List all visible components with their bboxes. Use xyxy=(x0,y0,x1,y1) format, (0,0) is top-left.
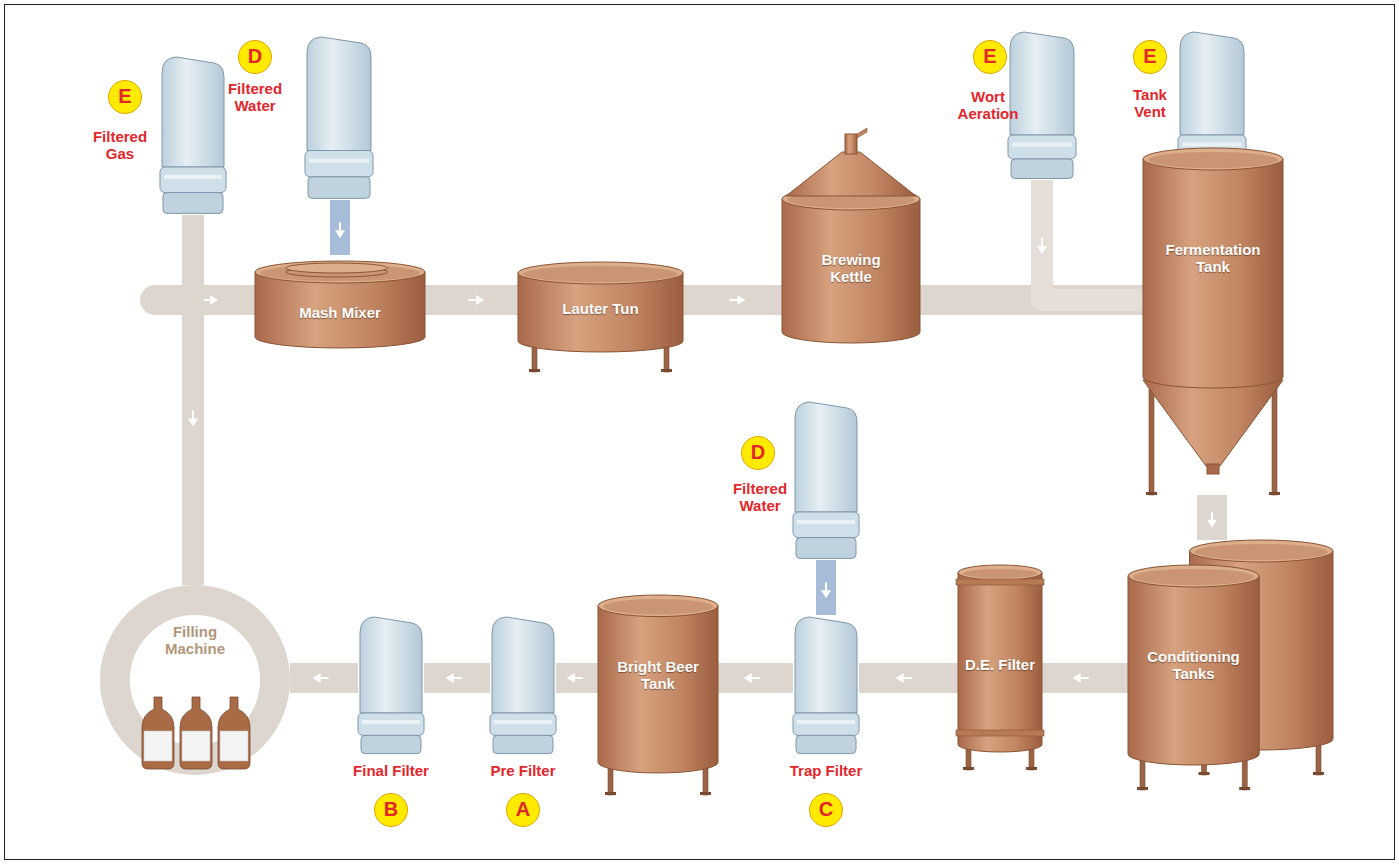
callout-letter: E xyxy=(1133,40,1167,74)
pipe-connector xyxy=(683,295,782,305)
vessel-label: Brewing Kettle xyxy=(802,223,900,313)
callout-letter: C xyxy=(809,793,843,827)
pipe-connector xyxy=(424,673,490,683)
process-vessel: Bright Beer Tank xyxy=(598,595,718,795)
callout-letter: D xyxy=(741,436,775,470)
callout-letter: E xyxy=(108,80,142,114)
filter-label: Tank Vent xyxy=(1120,86,1180,121)
vessel-label: Lauter Tun xyxy=(518,284,683,334)
callout-letter: A xyxy=(506,793,540,827)
pipe-connector xyxy=(425,295,518,305)
flow-arrow-head xyxy=(1037,246,1047,254)
cond-drawing xyxy=(1128,540,1333,790)
filter-label: Pre Filter xyxy=(468,762,578,779)
filter-label: Wort Aeration xyxy=(948,88,1028,123)
filter-cartridge: EWort Aeration xyxy=(1008,30,1076,180)
pipe-connector xyxy=(821,560,831,615)
callout-letter: D xyxy=(238,40,272,74)
flow-arrow-head xyxy=(821,590,831,598)
filter-drawing xyxy=(1008,30,1076,180)
vessel-label: Fermentation Tank xyxy=(1148,178,1278,338)
kettle-drawing xyxy=(782,128,920,343)
process-vessel: Mash Mixer xyxy=(255,255,425,350)
pipe-connector xyxy=(718,673,793,683)
callout-letter: E xyxy=(973,40,1007,74)
filter-label: Final Filter xyxy=(336,762,446,779)
vessel-label: D.E. Filter xyxy=(962,635,1038,695)
pipe-connector xyxy=(188,215,198,585)
pipe-line xyxy=(182,215,204,585)
pipe-connector xyxy=(290,673,358,683)
flow-arrow-head xyxy=(335,230,345,238)
filter-cartridge: Pre FilterA xyxy=(490,615,556,755)
flow-arrow-head xyxy=(896,673,904,683)
pipe-line xyxy=(1197,495,1227,540)
flow-arrow-head xyxy=(744,673,752,683)
flow-arrow-head xyxy=(313,673,321,683)
flow-arrow-head xyxy=(1073,673,1081,683)
flow-arrow-head xyxy=(1207,520,1217,528)
pipe-line xyxy=(718,663,793,693)
filter-drawing xyxy=(358,615,424,755)
flow-arrow-head xyxy=(737,295,745,305)
frame xyxy=(5,5,1395,860)
flow-arrow-head xyxy=(476,295,484,305)
process-vessel: Fermentation Tank xyxy=(1143,148,1283,495)
pipe-connector xyxy=(335,200,345,255)
vessel-label: Bright Beer Tank xyxy=(606,635,710,715)
pipe-line xyxy=(816,560,836,615)
pipe-line xyxy=(290,663,358,693)
filter-cartridge: Final FilterB xyxy=(358,615,424,755)
filter-drawing xyxy=(305,35,373,200)
filter-drawing xyxy=(490,615,556,755)
vessel-label: Filling Machine xyxy=(145,615,245,665)
filter-label: Filtered Gas xyxy=(84,128,156,163)
pipe-connector xyxy=(859,673,958,683)
fill-drawing xyxy=(100,585,290,775)
process-vessel: Filling Machine xyxy=(100,585,290,775)
pipe-line xyxy=(1042,663,1128,693)
filter-label: Trap Filter xyxy=(771,762,881,779)
filter-cartridge: DFiltered Water xyxy=(793,400,859,560)
pipe-connector xyxy=(1042,673,1128,683)
pipe-line xyxy=(859,663,958,693)
inlet-pipe xyxy=(155,295,258,305)
ferm-drawing xyxy=(1143,148,1283,495)
filter-cartridge: DFiltered Water xyxy=(305,35,373,200)
pipe-line xyxy=(424,663,490,693)
filter-drawing xyxy=(793,615,859,755)
vessel-label: Mash Mixer xyxy=(255,285,425,340)
pipe-line xyxy=(425,285,518,315)
flow-arrow-head xyxy=(188,419,198,427)
bright-drawing xyxy=(598,595,718,795)
vessel-label: Conditioning Tanks xyxy=(1130,630,1257,700)
flow-arrow-head xyxy=(446,673,454,683)
pipe-line xyxy=(556,663,598,693)
pipe-connector xyxy=(556,673,598,683)
callout-letter: B xyxy=(374,793,408,827)
filter-cartridge: EFiltered Gas xyxy=(160,55,226,215)
flow-arrow-head xyxy=(567,673,575,683)
process-vessel: Brewing Kettle xyxy=(782,128,920,343)
process-vessel: D.E. Filter xyxy=(958,565,1042,770)
filter-cartridge: Trap FilterC xyxy=(793,615,859,755)
pipe-connector xyxy=(1037,180,1143,300)
pipe-line xyxy=(330,200,350,255)
pipe-line xyxy=(683,285,782,315)
process-vessel: Conditioning Tanks xyxy=(1128,540,1333,790)
filter-drawing xyxy=(793,400,859,560)
mash-drawing xyxy=(255,255,425,350)
pipe-line xyxy=(1042,180,1143,300)
pipe-connector xyxy=(1207,495,1217,540)
filter-drawing xyxy=(160,55,226,215)
filter-label: Filtered Water xyxy=(720,480,800,515)
process-vessel: Lauter Tun xyxy=(518,262,683,372)
